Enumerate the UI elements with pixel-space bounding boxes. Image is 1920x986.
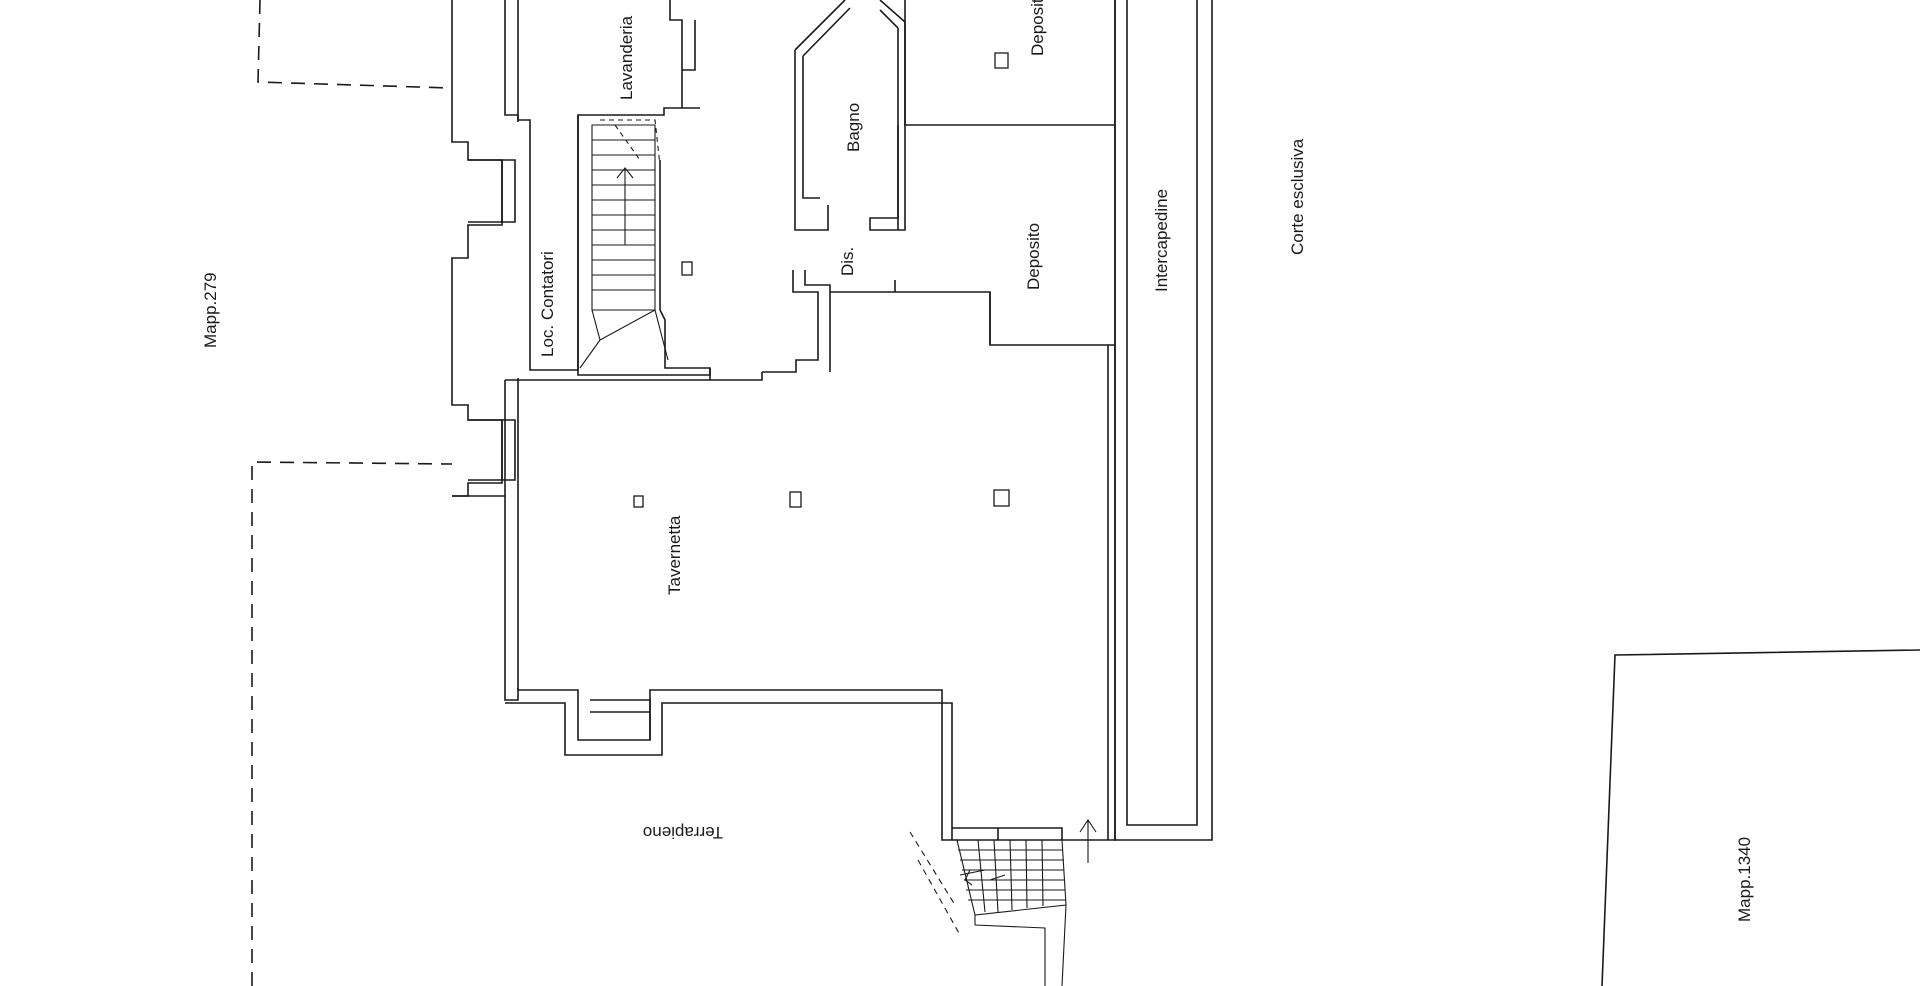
- label-deposito: Deposito: [1024, 223, 1043, 290]
- west-wall: [451, 0, 519, 701]
- west-wall-inner: [504, 0, 519, 122]
- room-labels: Lavanderia Deposito Bagno Deposito Inter…: [201, 0, 1754, 922]
- column-tavernetta-1: [633, 495, 644, 508]
- boundary-mapp279-upper: [257, 0, 451, 89]
- label-tavernetta: Tavernetta: [665, 515, 684, 595]
- ext-stair-dashed: [909, 831, 961, 936]
- label-deposito-top: Deposito: [1028, 0, 1047, 56]
- label-intercapedine: Intercapedine: [1152, 189, 1171, 292]
- tavernetta-east: [1107, 345, 1109, 840]
- stair-arrow: [616, 167, 634, 245]
- deposito-top-room: [904, 0, 1115, 126]
- columns: [633, 52, 1010, 508]
- tavernetta-outer: [505, 368, 763, 381]
- exterior-staircase: [909, 819, 1097, 986]
- stair-top-dashed: [600, 119, 661, 166]
- boundary-lines: [251, 0, 453, 986]
- label-terrapieno: Terrapieno: [643, 823, 723, 842]
- ext-stair-arrow: [959, 869, 1006, 886]
- ext-stair-frame: [951, 827, 1063, 840]
- label-loc-contatori: Loc. Contatori: [538, 251, 557, 357]
- bay-window-south: [590, 699, 651, 740]
- west-wall-lower: [452, 380, 519, 701]
- intercapedine: [1114, 0, 1213, 841]
- column-deposito: [994, 52, 1009, 69]
- bay-window-upper: [468, 159, 516, 223]
- west-wall-outer: [451, 0, 503, 497]
- stair-treads: [592, 139, 655, 291]
- column-tavernetta-3: [993, 489, 1010, 507]
- interior-staircase: [579, 119, 669, 369]
- dis-top: [830, 0, 1116, 346]
- stair-outline: [591, 124, 656, 311]
- column-contatori: [681, 261, 693, 276]
- bay-window-lower: [468, 419, 516, 481]
- dis-corridor: [762, 270, 831, 373]
- storage-rooms: [897, 0, 1115, 345]
- ext-stair-side: [974, 904, 1067, 986]
- label-mapp279: Mapp.279: [201, 272, 220, 348]
- intercapedine-inner: [1126, 0, 1198, 826]
- tavernetta-outer-south: [505, 702, 953, 828]
- bagno-inner: [802, 7, 899, 199]
- lavanderia-room: [669, 0, 696, 108]
- label-lavanderia: Lavanderia: [617, 15, 636, 100]
- bathroom: [762, 0, 1116, 373]
- entry-arrow: [1079, 819, 1097, 863]
- label-mapp1340: Mapp.1340: [1735, 837, 1754, 922]
- boundary-mapp1340: [1601, 649, 1920, 986]
- boundary-mapp279-lower: [251, 461, 453, 986]
- tavernetta-top: [517, 345, 1116, 841]
- label-dis: Dis.: [838, 247, 857, 276]
- tavernetta-room: [505, 345, 1116, 841]
- label-bagno: Bagno: [844, 103, 863, 152]
- column-tavernetta-2: [789, 491, 802, 508]
- label-corte-esclusiva: Corte esclusiva: [1288, 138, 1307, 255]
- bagno-angled-wall: [794, 0, 906, 231]
- stair-landing: [579, 309, 669, 369]
- ext-stair-treads: [956, 839, 1067, 916]
- deposito-room: [897, 125, 991, 345]
- bagno-right-wall: [869, 22, 906, 231]
